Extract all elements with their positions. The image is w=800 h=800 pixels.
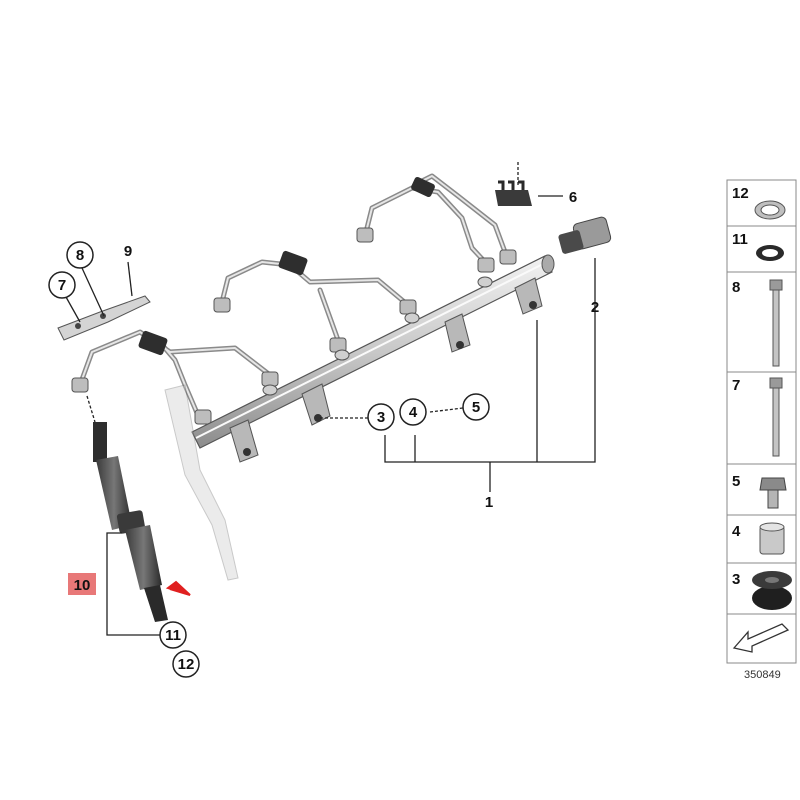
- svg-text:4: 4: [732, 523, 741, 540]
- part-2-pressure-sensor: [558, 216, 612, 254]
- svg-text:3: 3: [377, 409, 385, 426]
- svg-text:3: 3: [732, 571, 740, 588]
- callout-3: 3: [367, 403, 395, 431]
- rail-ports: [262, 276, 493, 396]
- part-10-injector: [93, 422, 168, 622]
- part-9-injector-bracket: [57, 295, 151, 341]
- svg-text:11: 11: [165, 627, 181, 644]
- svg-text:1: 1: [485, 494, 493, 511]
- legend-dividers: [727, 225, 796, 615]
- pipe-end-nuts: [71, 227, 517, 425]
- callout-5: 5: [462, 393, 490, 421]
- part-6-grommet: [495, 180, 532, 206]
- legend-panel: 12 11 8 7 5 4: [726, 179, 797, 664]
- svg-text:7: 7: [58, 277, 66, 294]
- red-arrow-indicator: [165, 580, 191, 596]
- callout-9: 9: [124, 243, 132, 260]
- mounting-brackets: [229, 277, 543, 463]
- legend-item-11: 11: [732, 231, 784, 261]
- legend-item-5: 5: [732, 473, 787, 509]
- svg-text:7: 7: [732, 377, 740, 394]
- svg-text:9: 9: [124, 243, 132, 260]
- svg-text:5: 5: [472, 399, 480, 416]
- svg-text:11: 11: [732, 231, 748, 248]
- legend-item-8: 8: [732, 279, 783, 367]
- legend-item-7: 7: [732, 377, 783, 457]
- svg-text:4: 4: [409, 404, 418, 421]
- svg-text:2: 2: [591, 299, 599, 316]
- svg-text:5: 5: [732, 473, 740, 490]
- fuel-lines: [77, 173, 508, 423]
- ghost-injector: [164, 384, 239, 581]
- legend-direction-arrow-icon: [732, 623, 790, 653]
- legend-item-3: 3: [732, 571, 792, 610]
- callout-4: 4: [399, 398, 427, 426]
- callout-11: 11: [159, 621, 187, 649]
- callout-2: 2: [591, 299, 599, 316]
- reference-number: 350849: [744, 669, 781, 681]
- svg-text:8: 8: [732, 279, 740, 296]
- svg-text:6: 6: [569, 189, 577, 206]
- callout-12: 12: [172, 650, 200, 678]
- callouts: 1 2 3 4 5 6 7 8 9: [48, 189, 599, 678]
- pipe-clamps: [138, 176, 435, 356]
- svg-text:10: 10: [74, 577, 91, 594]
- callout-6: 6: [569, 189, 577, 206]
- legend-item-12: 12: [732, 185, 786, 220]
- fuel-rail-assembly: [71, 173, 555, 463]
- callout-1: 1: [485, 494, 493, 511]
- leader-lines: [65, 162, 596, 636]
- callout-8: 8: [66, 241, 94, 269]
- svg-text:12: 12: [178, 656, 195, 673]
- legend-item-4: 4: [732, 522, 785, 555]
- svg-text:12: 12: [732, 185, 749, 202]
- callout-7: 7: [48, 271, 76, 299]
- svg-text:8: 8: [76, 247, 84, 264]
- bracket-holes: [243, 301, 537, 456]
- callout-10: 10: [68, 573, 96, 595]
